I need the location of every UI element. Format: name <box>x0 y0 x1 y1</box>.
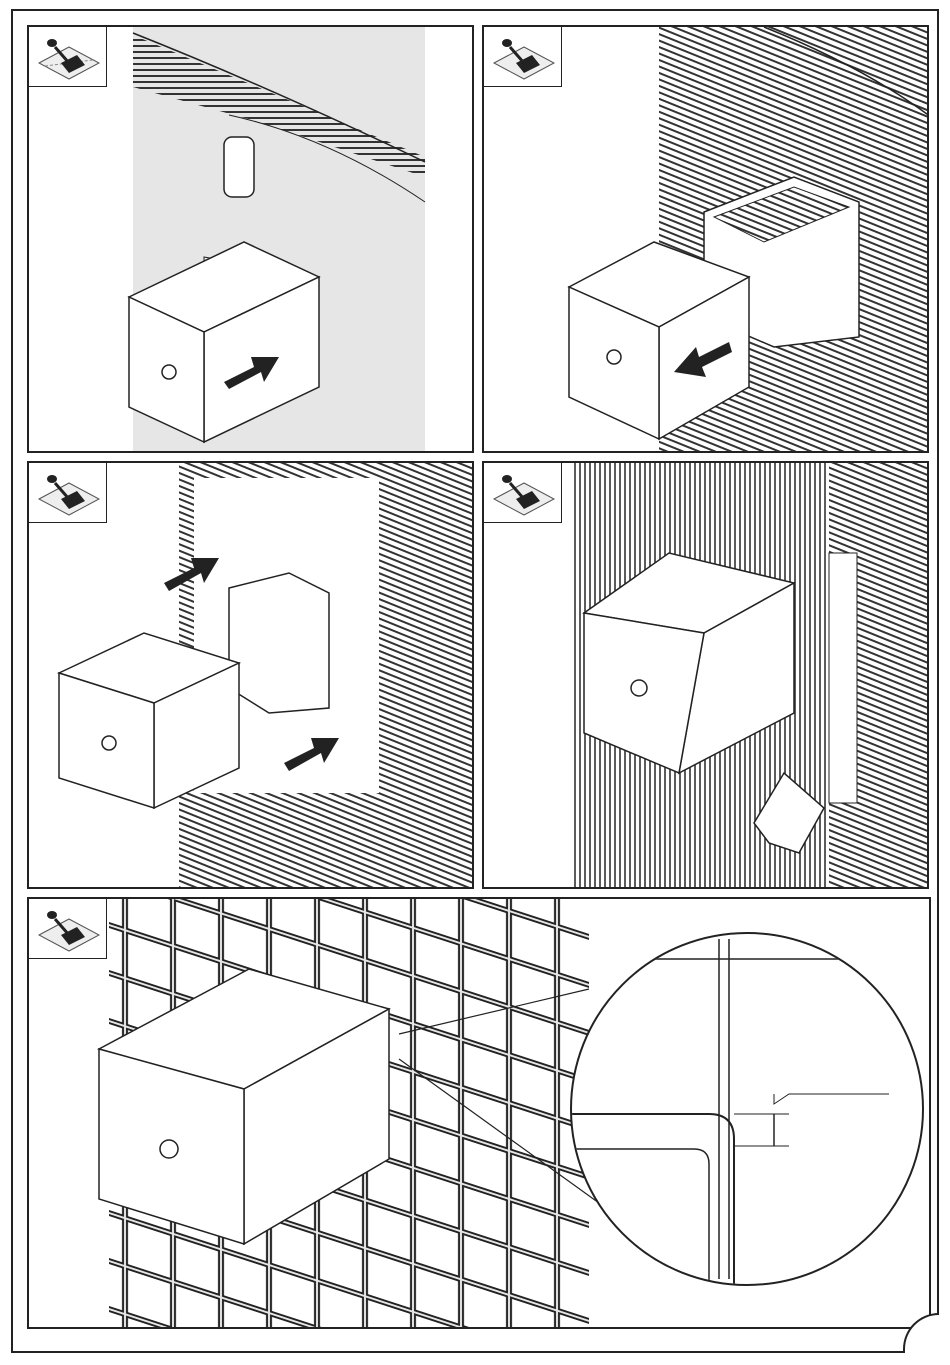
step-panel-2 <box>482 25 929 453</box>
instruction-sheet <box>11 9 939 1353</box>
step-panel-5 <box>27 897 931 1329</box>
trowel-icon <box>484 27 562 87</box>
step-panel-3 <box>27 461 474 889</box>
illustration-installed-box <box>484 463 929 889</box>
step-panel-4 <box>482 461 929 889</box>
trowel-icon <box>29 27 107 87</box>
illustration-pull-box-from-wall <box>484 27 929 453</box>
trowel-icon <box>484 463 562 523</box>
trowel-icon <box>29 463 107 523</box>
illustration-insert-frame <box>29 463 474 889</box>
illustration-push-box-into-wall <box>29 27 474 453</box>
step-panel-1 <box>27 25 474 453</box>
trowel-icon <box>29 899 107 959</box>
illustration-tiled-wall-detail <box>29 899 931 1329</box>
